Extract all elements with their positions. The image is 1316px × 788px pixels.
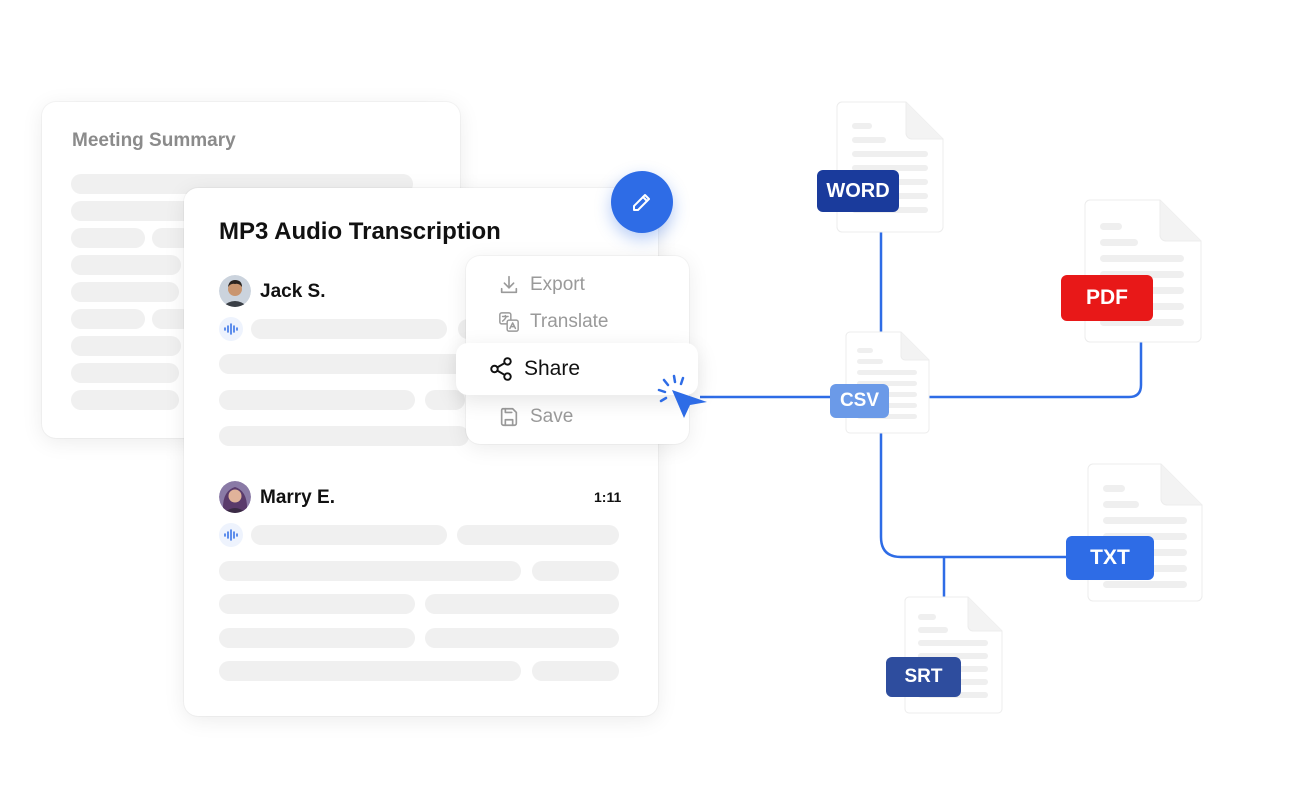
pencil-icon (633, 194, 650, 211)
transcript-placeholder-line (219, 390, 415, 410)
transcription-title: MP3 Audio Transcription (219, 218, 501, 245)
speaker-name: Jack S. (260, 281, 326, 302)
summary-placeholder-line (152, 228, 192, 248)
transcript-placeholder-line (425, 628, 619, 648)
menu-item-label: Export (530, 274, 585, 295)
summary-placeholder-line (71, 255, 181, 275)
save-icon (500, 407, 518, 427)
cursor-icon (657, 374, 707, 418)
summary-title: Meeting Summary (72, 130, 236, 151)
transcript-placeholder-line (219, 561, 521, 581)
transcript-placeholder-line (251, 525, 447, 545)
summary-placeholder-line (71, 282, 179, 302)
share-icon (490, 357, 512, 381)
summary-placeholder-line (71, 309, 145, 329)
txt-format-badge[interactable]: TXT (1066, 536, 1154, 580)
transcript-placeholder-line (425, 594, 619, 614)
menu-item-label: Share (524, 357, 581, 380)
file-document-icon (1084, 199, 1202, 343)
file-document-icon (845, 331, 930, 434)
summary-placeholder-line (152, 309, 192, 329)
menu-item-save[interactable]: Save (498, 406, 573, 428)
transcript-placeholder-line (219, 661, 521, 681)
edit-button[interactable] (611, 171, 673, 233)
timestamp: 1:11 (594, 489, 622, 505)
summary-placeholder-line (71, 336, 181, 356)
menu-item-export[interactable]: Export (498, 274, 585, 296)
transcript-placeholder-line (219, 426, 469, 446)
menu-item-label: Save (530, 406, 574, 427)
menu-item-share[interactable]: Share (456, 343, 698, 395)
summary-placeholder-line (71, 390, 179, 410)
transcript-placeholder-line (457, 525, 619, 545)
audio-wave-icon[interactable] (219, 523, 243, 547)
summary-placeholder-line (71, 363, 179, 383)
transcript-placeholder-line (219, 628, 415, 648)
csv-format-badge[interactable]: CSV (830, 384, 889, 418)
menu-item-label: Translate (530, 311, 609, 332)
transcript-placeholder-line (532, 561, 619, 581)
download-icon (500, 275, 518, 294)
transcript-placeholder-line (219, 594, 415, 614)
audio-wave-icon[interactable] (219, 317, 243, 341)
transcript-placeholder-line (251, 319, 447, 339)
transcript-placeholder-line (425, 390, 465, 410)
summary-placeholder-line (71, 228, 145, 248)
speaker-name: Marry E. (260, 487, 335, 508)
avatar (219, 275, 251, 307)
pdf-format-badge[interactable]: PDF (1061, 275, 1153, 321)
srt-format-badge[interactable]: SRT (886, 657, 961, 697)
transcript-placeholder-line (219, 354, 469, 374)
translate-icon (499, 312, 519, 332)
file-document-icon (836, 101, 944, 233)
menu-item-translate[interactable]: Translate (498, 311, 609, 333)
file-document-icon (1087, 463, 1203, 602)
word-format-badge[interactable]: WORD (817, 170, 899, 212)
transcript-placeholder-line (532, 661, 619, 681)
avatar (219, 481, 251, 513)
